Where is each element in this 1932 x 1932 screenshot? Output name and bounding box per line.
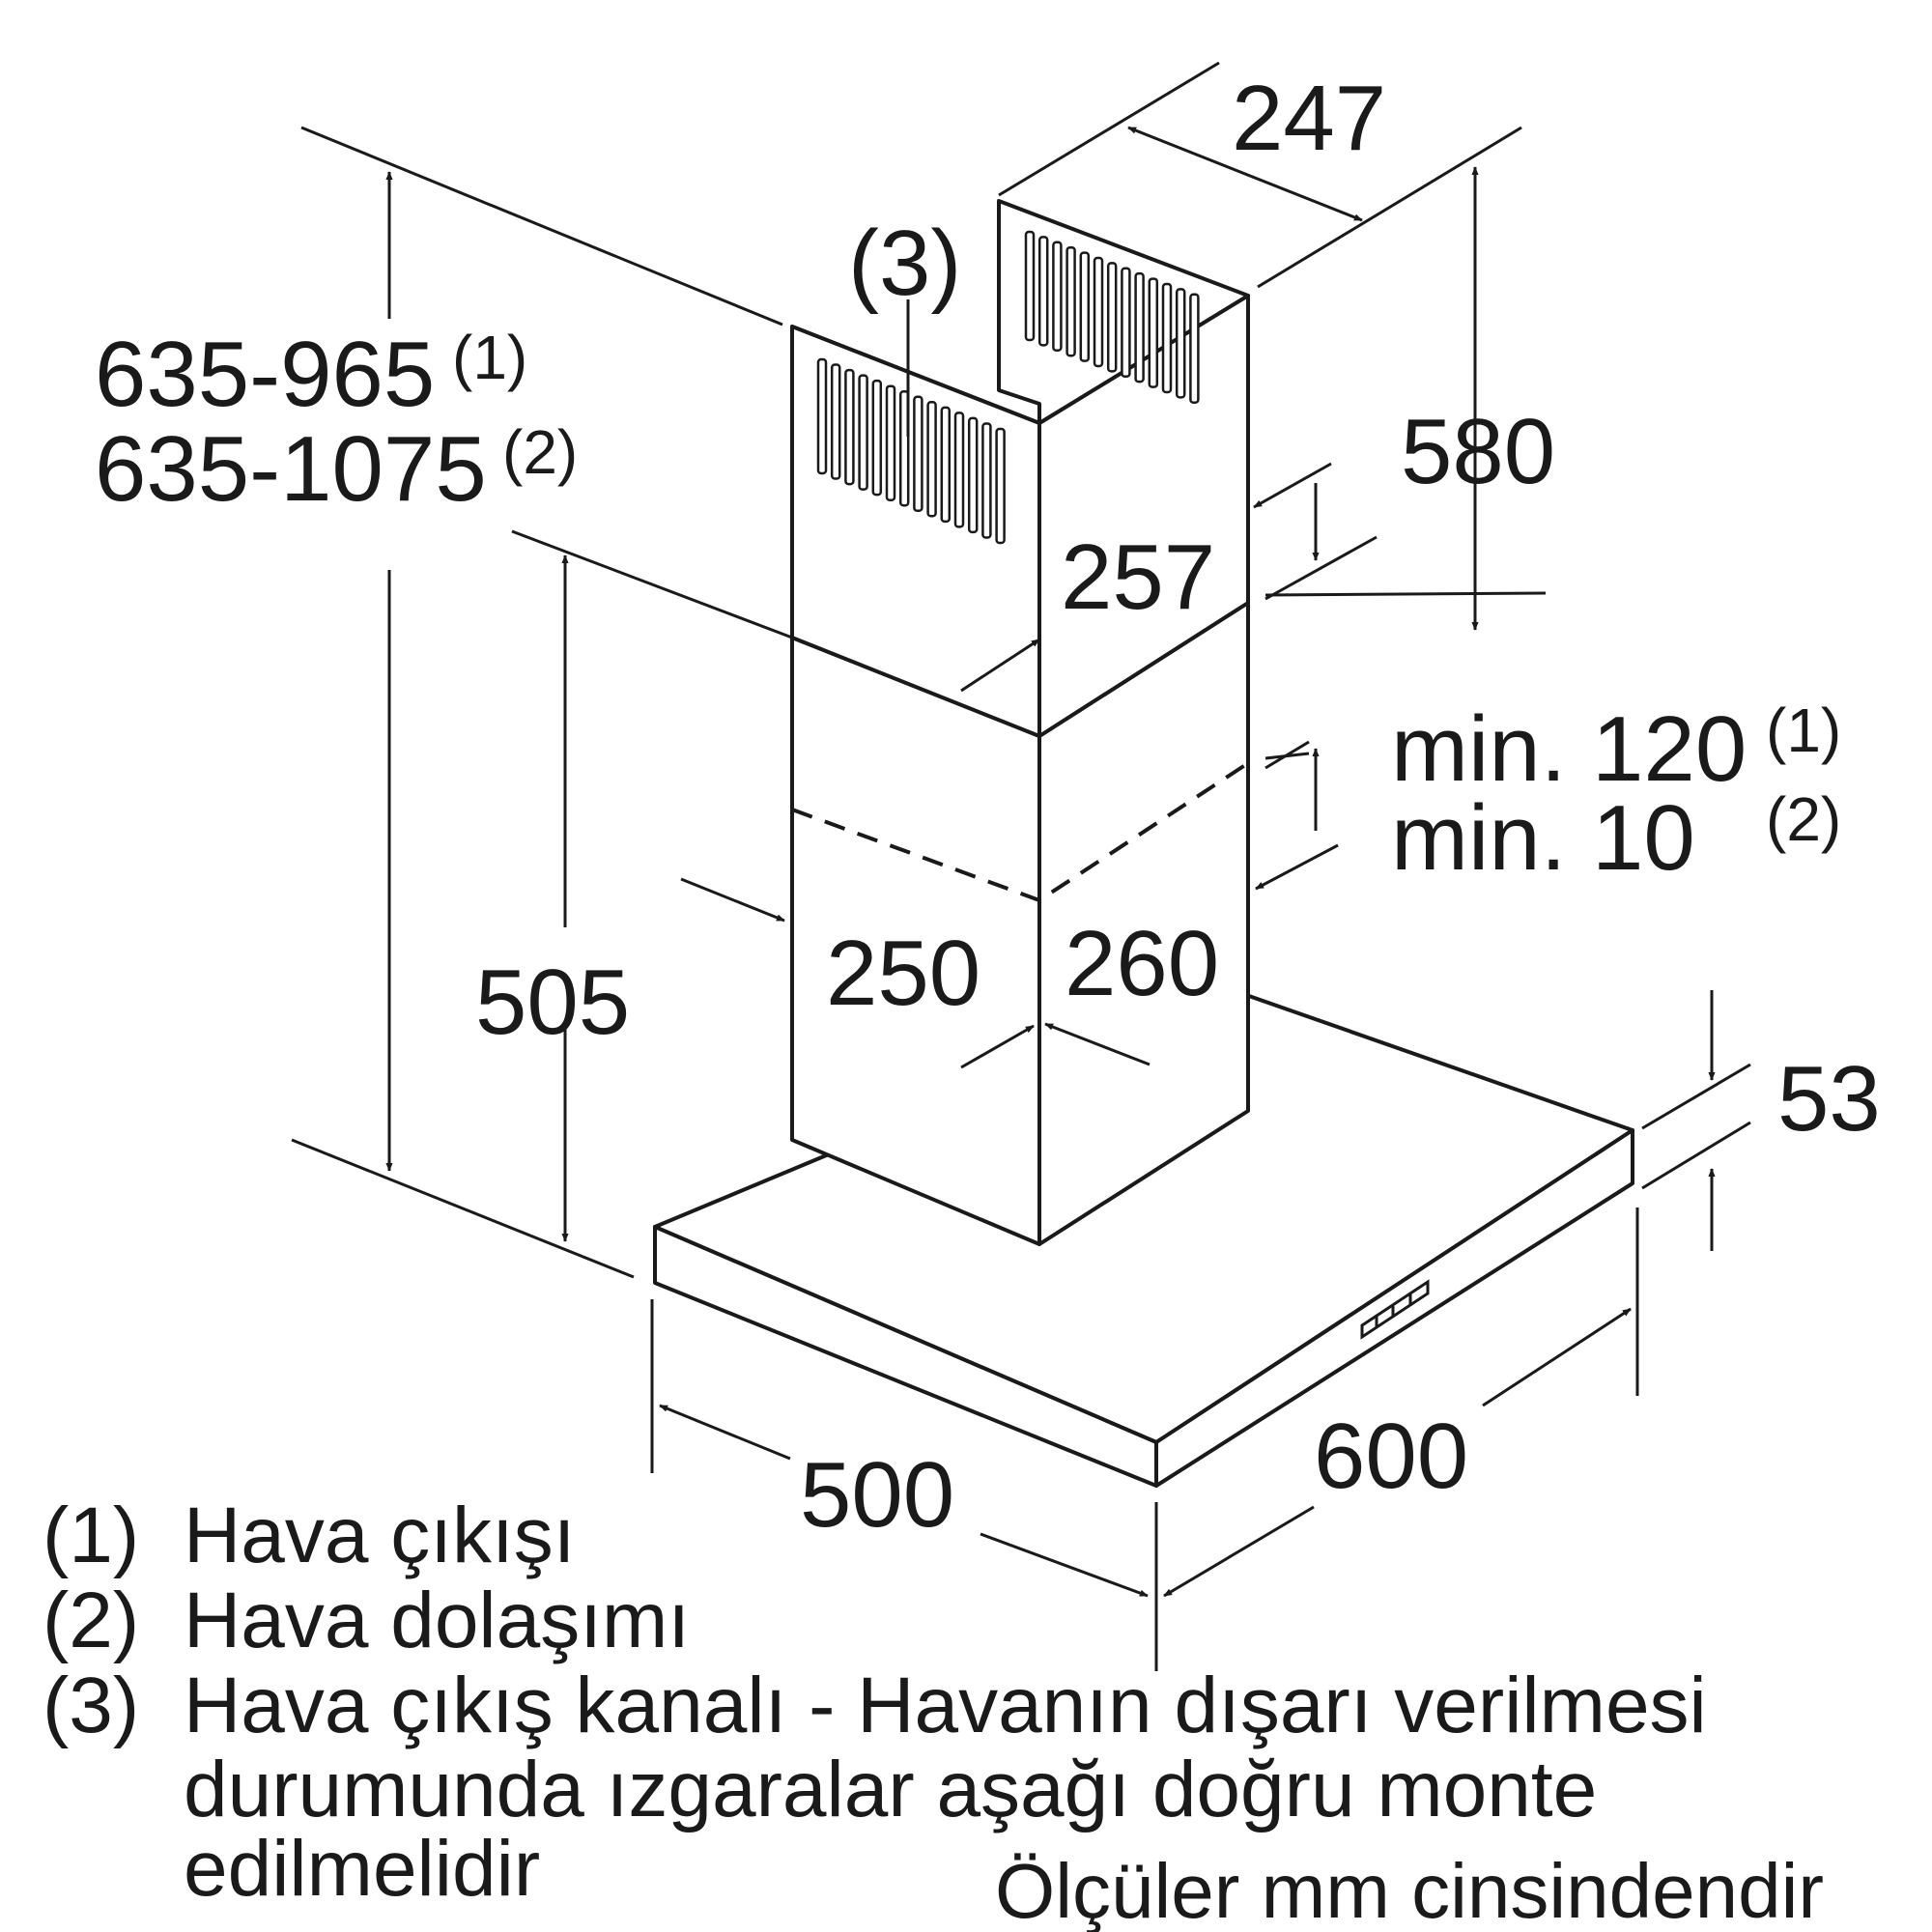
dim-min-10: min. 10 [1391, 786, 1695, 890]
grille-slot [1065, 245, 1076, 357]
vent-grille-left [816, 357, 1006, 545]
grille-slot [1106, 262, 1118, 373]
grille-slot [1161, 282, 1173, 394]
legend-1-num: (1) [43, 1492, 139, 1579]
dim-635-1075: 635-1075 [95, 417, 487, 521]
dim-635-965-ref: (1) [452, 323, 527, 392]
vent-grille-back [1024, 230, 1200, 405]
hidden-edge-lines [791, 761, 1250, 903]
dim-257: 257 [1061, 526, 1215, 629]
grille-slot [1148, 277, 1159, 388]
dim-500: 500 [800, 1443, 954, 1547]
grille-slot [953, 412, 965, 528]
legend-2-text: Hava dolaşımı [184, 1577, 690, 1664]
grille-slot [1024, 230, 1036, 342]
units-note: Ölçüler mm cinsindendir [995, 1848, 1824, 1932]
dim-min-120-ref: (1) [1766, 696, 1841, 765]
grille-slot [816, 357, 828, 475]
legend-3-line-1: Hava çıkış kanalı - Havanın dışarı veril… [184, 1662, 1707, 1749]
grille-slot [926, 401, 937, 518]
dim-250: 250 [826, 922, 980, 1025]
grille-slot [967, 416, 979, 534]
legend-3-line-2: durumunda ızgaralar aşağı doğru monte [184, 1746, 1597, 1833]
grille-slot [1079, 251, 1091, 362]
dim-580: 580 [1401, 400, 1555, 503]
dim-247: 247 [1232, 67, 1386, 170]
legend-3-line-3: edilmelidir [184, 1825, 540, 1913]
grille-slot [885, 384, 896, 501]
grille-slot [830, 363, 841, 480]
grille-slot [1093, 256, 1104, 368]
grille-ref-3: (3) [848, 212, 961, 315]
grille-slot [1175, 288, 1186, 399]
dimension-lines [291, 61, 1751, 1671]
dimension-labels: 247 580 257 min. 120 (1) min. 10 (2) 635… [95, 67, 1881, 1547]
grille-slot [844, 368, 855, 486]
grille-slot [1121, 267, 1131, 379]
dim-min-120: min. 120 [1391, 697, 1747, 801]
grille-slot [1052, 241, 1063, 353]
grille-slot [898, 389, 910, 507]
control-panel [1360, 1279, 1430, 1340]
grille-slot [1134, 271, 1145, 384]
dim-53: 53 [1777, 1047, 1881, 1151]
hood-body [653, 199, 1634, 1488]
grille-slot [871, 379, 883, 497]
grille-slot [981, 422, 992, 539]
grille-slot [1037, 236, 1049, 347]
dim-600: 600 [1314, 1405, 1468, 1508]
legend-3-num: (3) [43, 1662, 139, 1749]
dim-min-10-ref: (2) [1766, 784, 1841, 854]
dim-635-965: 635-965 [95, 323, 435, 426]
dim-505: 505 [475, 951, 630, 1054]
legend-1-text: Hava çıkışı [184, 1492, 576, 1579]
dim-635-1075-ref: (2) [502, 417, 578, 487]
grille-slot [913, 395, 923, 513]
legend-2-num: (2) [43, 1577, 139, 1664]
grille-slot [940, 406, 952, 524]
dim-260: 260 [1065, 912, 1219, 1015]
legend: (1) Hava çıkışı (2) Hava dolaşımı (3) Ha… [43, 1492, 1824, 1932]
grille-slot [995, 427, 1006, 545]
grille-slot [858, 374, 868, 491]
grille-slot [1189, 293, 1200, 405]
